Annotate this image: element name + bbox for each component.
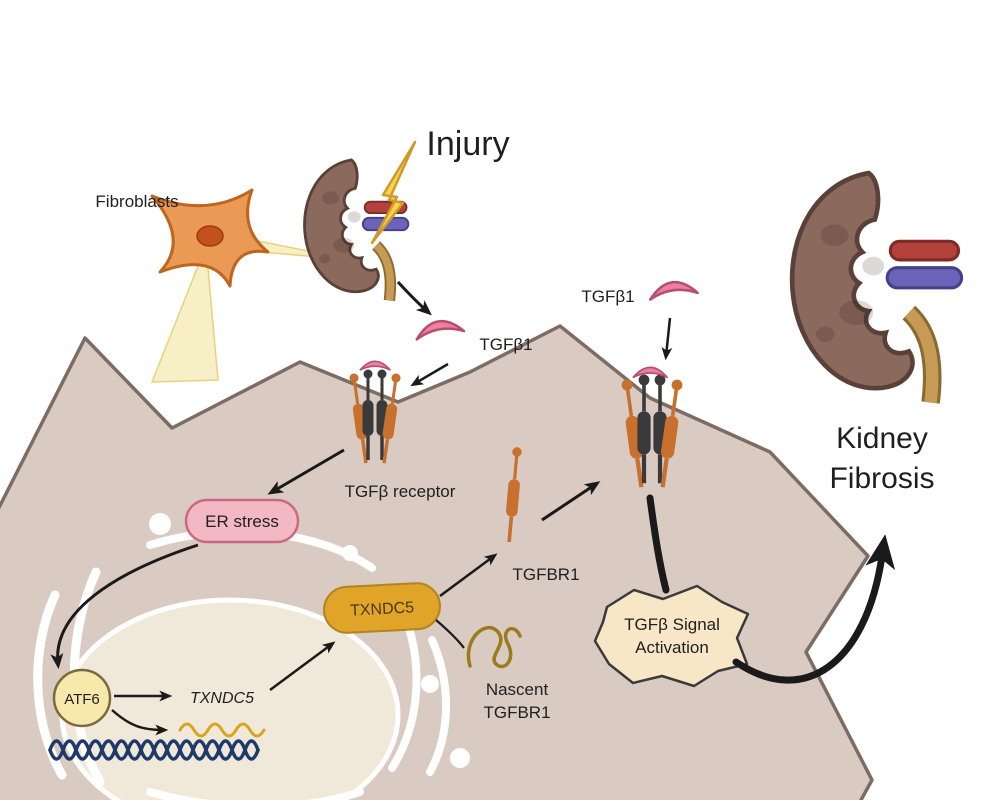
er-stress-label: ER stress bbox=[205, 512, 279, 531]
tgfb1-label-right: TGFβ1 bbox=[581, 287, 634, 306]
arrow-tgfbr1-to-complex bbox=[541, 481, 601, 522]
fibroblast-nucleus bbox=[196, 225, 224, 247]
arrow-tgfb1-to-receptor bbox=[410, 362, 449, 387]
arrow-receptor-to-er-stress bbox=[267, 448, 345, 495]
kidney-fibrosis-label-line2: Fibrosis bbox=[829, 462, 934, 495]
nascent-tgfbr1-label-line2: TGFBR1 bbox=[483, 703, 550, 722]
atf6-badge: ATF6 bbox=[52, 668, 112, 728]
txndc5-gene-label: TXNDC5 bbox=[190, 690, 254, 707]
vesicle bbox=[342, 545, 358, 561]
dna-icon bbox=[48, 739, 260, 761]
zoom-beam-down bbox=[150, 245, 219, 383]
fibroblasts-label: Fibroblasts bbox=[95, 192, 178, 211]
vesicle bbox=[149, 513, 171, 535]
txndc5-protein-label: TXNDC5 bbox=[350, 599, 415, 619]
tgfb1-label: TGFβ1 bbox=[479, 335, 532, 354]
signal-activation-label-line1: TGFβ Signal bbox=[624, 615, 720, 634]
arrow-kidney-to-tgfb1 bbox=[396, 280, 432, 316]
nascent-protein-icon bbox=[466, 625, 522, 669]
fibroblast-icon bbox=[150, 188, 270, 288]
signal-activation-burst: TGFβ Signal Activation bbox=[593, 584, 750, 688]
arrow-gene-to-protein bbox=[269, 641, 336, 692]
injury-label: Injury bbox=[426, 125, 509, 163]
arrows bbox=[50, 280, 896, 736]
vesicle bbox=[450, 748, 470, 768]
atf6-label: ATF6 bbox=[64, 691, 100, 708]
connector-txndc5-to-nascent bbox=[435, 619, 465, 649]
vesicle bbox=[421, 675, 439, 693]
nascent-tgfbr1-label-line1: Nascent bbox=[486, 680, 549, 699]
arrow-tgfb1-to-activated-receptor bbox=[661, 317, 673, 361]
arrow-txndc5-to-tgfbr1 bbox=[439, 553, 498, 598]
connector-receptor-to-burst bbox=[646, 494, 670, 594]
tgfb-receptor-label: TGFβ receptor bbox=[345, 482, 456, 501]
arrow-er-stress-to-atf6 bbox=[50, 543, 199, 670]
arrow-atf6-to-mrna bbox=[111, 709, 169, 736]
tgfbr1-label: TGFBR1 bbox=[512, 565, 579, 584]
signal-activation-label-line2: Activation bbox=[635, 638, 709, 657]
txndc5-protein-badge: TXNDC5 bbox=[323, 582, 441, 634]
er-stress-badge: ER stress bbox=[184, 498, 300, 544]
arrow-burst-to-kidney-fibrosis bbox=[732, 534, 896, 684]
mrna-icon bbox=[178, 722, 266, 738]
lightning-icon bbox=[370, 140, 417, 245]
kidney-fibrosis-label-line1: Kidney bbox=[836, 422, 928, 455]
